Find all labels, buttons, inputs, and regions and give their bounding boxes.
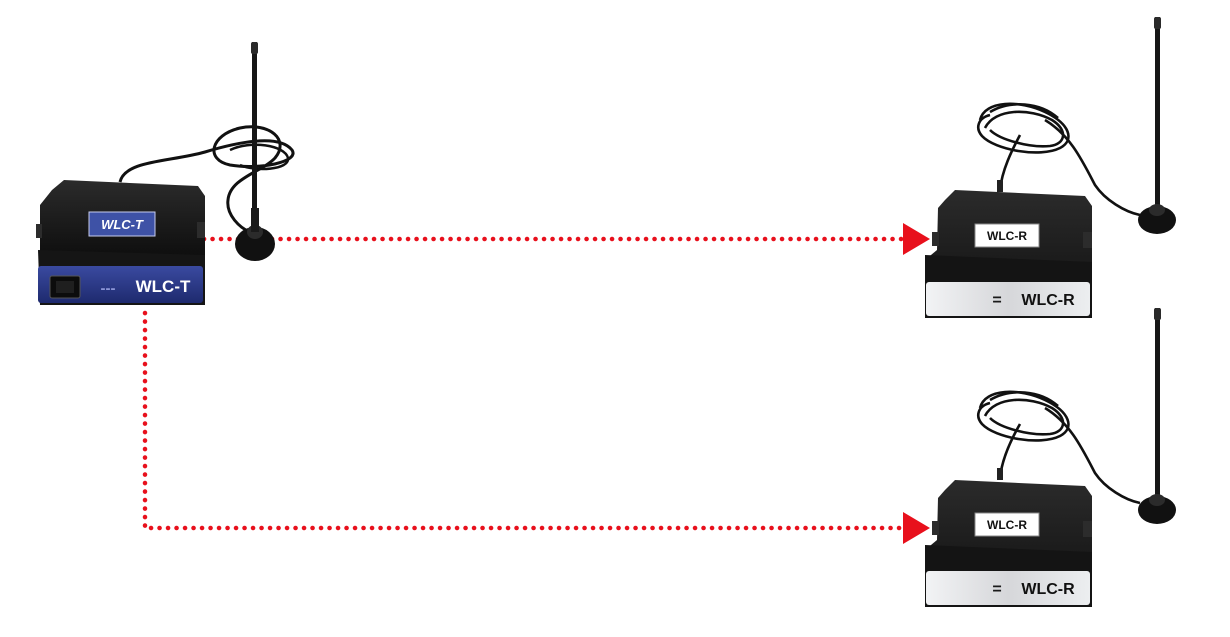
transmitter-antenna-base	[235, 227, 275, 261]
receiver-1-antenna-whip	[1155, 17, 1160, 207]
transmitter-top-label-plate	[88, 211, 156, 237]
transmitter-antenna-whip	[252, 42, 257, 214]
link-to-receiver-1	[201, 223, 930, 255]
arrowhead-receiver-1	[903, 223, 930, 255]
receiver-1-front-panel	[926, 282, 1090, 316]
transmitter-front-label: WLC-T	[136, 277, 191, 296]
receiver-2-front-panel	[926, 571, 1090, 605]
receiver-2-antenna-base	[1138, 496, 1176, 524]
receiver-1-top-label: WLC-R	[987, 229, 1027, 243]
receiver-1-front-mark: =	[992, 292, 1001, 309]
receiver-1-top-label-plate	[974, 223, 1040, 248]
receiver-1-antenna-cable	[976, 102, 1141, 217]
receiver-2-front-mark: =	[992, 581, 1001, 598]
link-to-receiver-2	[142, 310, 930, 544]
receiver-1-front-label: WLC-R	[1021, 292, 1075, 309]
transmitter-antenna-cable	[118, 125, 295, 234]
transmitter-top-label: WLC-T	[101, 217, 144, 232]
receiver-2-top-label: WLC-R	[987, 518, 1027, 532]
arrowhead-receiver-2	[903, 512, 930, 544]
transmitter-device: --- WLC-T WLC-T	[36, 42, 295, 305]
receiver-2-antenna-whip	[1155, 308, 1160, 496]
receiver-device-2: = WLC-R WLC-R	[925, 308, 1176, 607]
receiver-1-antenna-base	[1138, 206, 1176, 234]
transmitter-led-marks: ---	[101, 280, 116, 297]
receiver-2-top-label-plate	[974, 512, 1040, 537]
receiver-2-front-label: WLC-R	[1021, 581, 1075, 598]
receiver-device-1: = WLC-R WLC-R	[925, 17, 1176, 318]
receiver-2-antenna-cable	[976, 390, 1141, 505]
